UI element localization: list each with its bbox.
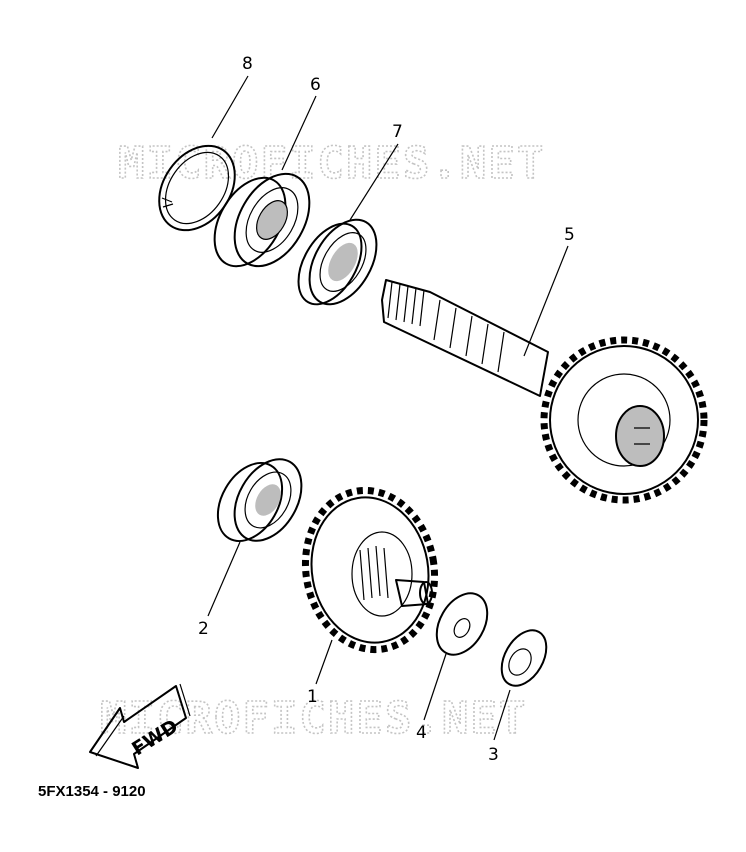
- watermark-top: MICROFICHES.NET: [118, 138, 545, 189]
- diagram-code: 5FX1354 - 9120: [38, 783, 146, 800]
- callout-7: 7: [392, 122, 403, 142]
- forward-arrow-icon: [89, 683, 191, 769]
- callout-2: 2: [198, 619, 209, 639]
- callout-8: 8: [242, 54, 253, 74]
- callout-1: 1: [307, 687, 318, 707]
- callout-3: 3: [488, 745, 499, 765]
- callout-5: 5: [564, 225, 575, 245]
- watermark-bottom: MICROFICHES.NET: [100, 693, 527, 744]
- leader-lines: [207, 75, 569, 741]
- washer-part-3[interactable]: [493, 623, 556, 694]
- gear-part-1[interactable]: [293, 480, 447, 660]
- bearing-part-2[interactable]: [205, 447, 315, 552]
- shaft-part-5[interactable]: [381, 279, 708, 504]
- bearing-part-6[interactable]: [200, 161, 325, 280]
- oil-seal-part-7[interactable]: [285, 208, 390, 316]
- callout-4: 4: [416, 723, 427, 743]
- washer-part-4[interactable]: [426, 584, 497, 663]
- callout-6: 6: [310, 75, 321, 95]
